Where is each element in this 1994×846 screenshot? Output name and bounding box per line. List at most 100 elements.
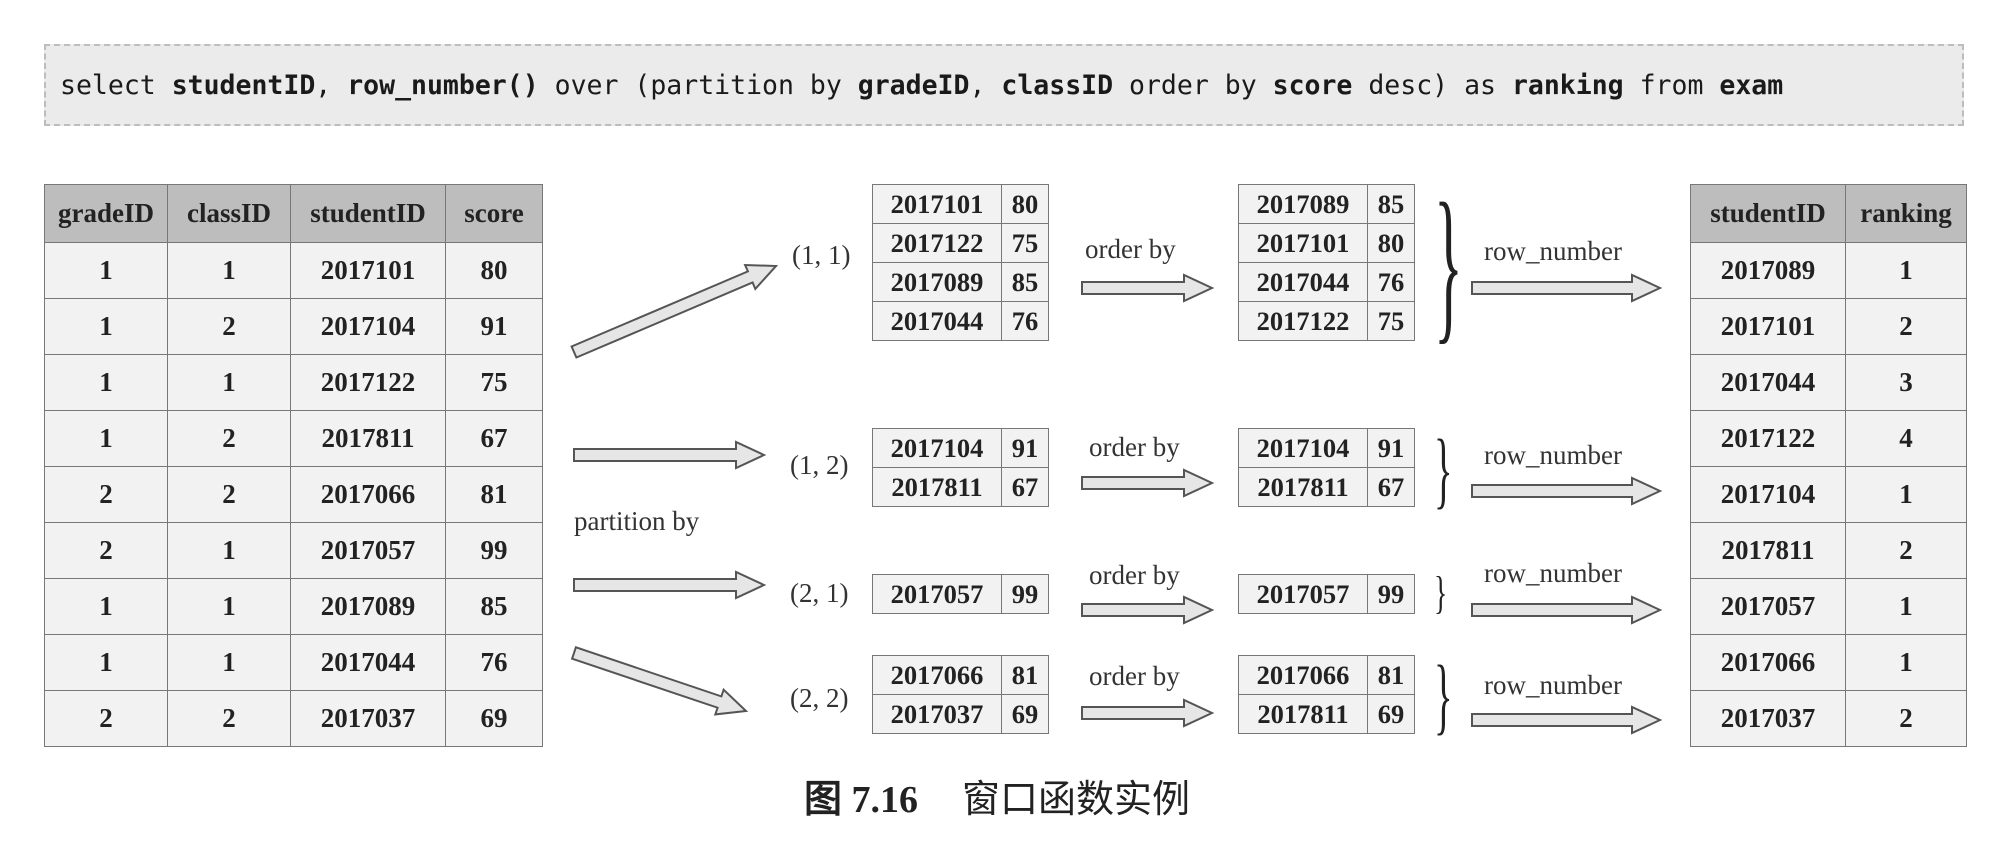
score-cell: 67 xyxy=(1367,467,1415,507)
score-cell: 75 xyxy=(1001,223,1049,263)
student-id-cell: 2017037 xyxy=(872,694,1002,734)
table-cell: 99 xyxy=(445,522,543,579)
order-by-label-3: order by xyxy=(1089,560,1180,590)
table-cell: 2017066 xyxy=(1690,634,1846,691)
student-id-cell: 2017811 xyxy=(872,467,1002,507)
table-cell: 1 xyxy=(44,242,168,299)
order-by-label-1: order by xyxy=(1085,234,1176,264)
brace-2: } xyxy=(1434,421,1453,517)
partition-arrow-3 xyxy=(573,570,767,600)
sql-keyword: , xyxy=(315,69,348,101)
score-cell: 69 xyxy=(1367,694,1415,734)
order-by-label-4: order by xyxy=(1089,661,1180,691)
table-cell: 2017057 xyxy=(1690,578,1846,635)
partition-arrow-4 xyxy=(570,646,749,716)
partition-arrow-2 xyxy=(573,440,767,470)
row-number-label-2: row_number xyxy=(1484,440,1622,470)
table-cell: 69 xyxy=(445,690,543,747)
partition-arrow-1 xyxy=(570,263,779,359)
table-cell: 2017811 xyxy=(1690,522,1846,579)
row-number-arrow-1 xyxy=(1471,273,1663,303)
sql-identifier: exam xyxy=(1719,69,1784,101)
table-cell: 1 xyxy=(1845,242,1967,299)
partition-key-3: (2, 1) xyxy=(790,578,849,608)
column-header: gradeID xyxy=(44,184,168,243)
table-cell: 2017101 xyxy=(290,242,446,299)
table-cell: 1 xyxy=(1845,634,1967,691)
order-by-label-2: order by xyxy=(1089,432,1180,462)
sql-identifier: studentID xyxy=(171,69,316,101)
partition-key-1: (1, 1) xyxy=(792,240,851,270)
table-cell: 1 xyxy=(44,410,168,467)
table-cell: 1 xyxy=(44,634,168,691)
row-number-arrow-4 xyxy=(1471,705,1663,735)
table-cell: 81 xyxy=(445,466,543,523)
table-cell: 1 xyxy=(167,578,291,635)
table-cell: 2 xyxy=(167,410,291,467)
student-id-cell: 2017101 xyxy=(872,184,1002,224)
table-cell: 2017037 xyxy=(290,690,446,747)
order-by-arrow-1 xyxy=(1081,273,1215,303)
student-id-cell: 2017057 xyxy=(872,574,1002,614)
table-cell: 1 xyxy=(44,354,168,411)
brace-1: } xyxy=(1434,169,1463,359)
score-cell: 81 xyxy=(1367,655,1415,695)
score-cell: 80 xyxy=(1001,184,1049,224)
table-cell: 2017122 xyxy=(1690,410,1846,467)
table-cell: 2017811 xyxy=(290,410,446,467)
table-cell: 1 xyxy=(167,242,291,299)
score-cell: 81 xyxy=(1001,655,1049,695)
table-cell: 2 xyxy=(167,690,291,747)
score-cell: 91 xyxy=(1001,428,1049,468)
table-cell: 76 xyxy=(445,634,543,691)
student-id-cell: 2017811 xyxy=(1238,694,1368,734)
table-cell: 80 xyxy=(445,242,543,299)
order-by-arrow-3 xyxy=(1081,595,1215,625)
table-cell: 2 xyxy=(44,522,168,579)
score-cell: 85 xyxy=(1367,184,1415,224)
table-cell: 2 xyxy=(167,298,291,355)
score-cell: 69 xyxy=(1001,694,1049,734)
order-by-arrow-4 xyxy=(1081,698,1215,728)
column-header: classID xyxy=(167,184,291,243)
score-cell: 76 xyxy=(1367,262,1415,302)
sql-keyword: order by xyxy=(1113,69,1273,101)
student-id-cell: 2017089 xyxy=(1238,184,1368,224)
table-cell: 2017057 xyxy=(290,522,446,579)
table-cell: 1 xyxy=(1845,578,1967,635)
table-cell: 85 xyxy=(445,578,543,635)
score-cell: 76 xyxy=(1001,301,1049,341)
figure-number: 图 7.16 xyxy=(803,779,918,821)
student-id-cell: 2017122 xyxy=(1238,301,1368,341)
order-by-arrow-2 xyxy=(1081,468,1215,498)
sql-keyword: partition by xyxy=(650,69,842,101)
student-id-cell: 2017057 xyxy=(1238,574,1368,614)
score-cell: 99 xyxy=(1367,574,1415,614)
